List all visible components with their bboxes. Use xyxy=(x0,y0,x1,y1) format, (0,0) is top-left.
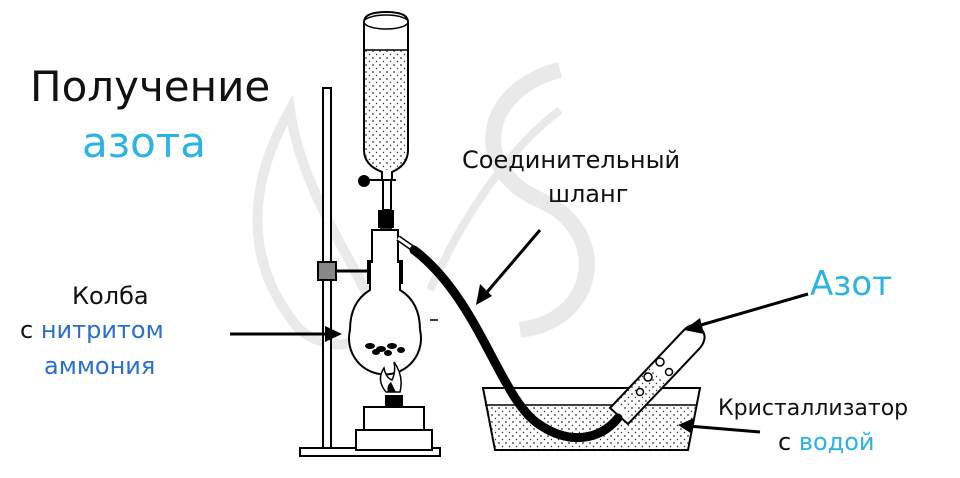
connecting-hose xyxy=(409,245,623,443)
flask-label-line-3: аммония xyxy=(44,352,156,380)
watermark-logo xyxy=(252,62,595,350)
flask-label-line-1: Колба xyxy=(72,282,149,310)
flask-label-line-2: с нитритом xyxy=(20,316,164,344)
hose-label-line-2: шланг xyxy=(548,180,629,208)
dropping-funnel xyxy=(358,10,409,255)
flask-label-highlight: нитритом xyxy=(40,316,164,344)
spirit-lamp xyxy=(355,361,433,451)
crystallizer xyxy=(481,387,702,451)
round-bottom-flask xyxy=(348,229,438,376)
crystallizer-label-highlight: водой xyxy=(798,428,875,456)
pointer-arrows xyxy=(230,229,809,434)
hose-label-line-1: Соединительный xyxy=(462,146,681,174)
flask-label-prefix: с xyxy=(20,316,41,344)
title-line-2: азота xyxy=(82,118,206,167)
gas-label: Азот xyxy=(810,264,892,304)
crystallizer-label-prefix: с xyxy=(778,428,799,456)
crystallizer-label-line-2: с водой xyxy=(778,428,875,456)
title-line-1: Получение xyxy=(30,62,271,111)
crystallizer-label-line-1: Кристаллизатор xyxy=(718,396,909,421)
